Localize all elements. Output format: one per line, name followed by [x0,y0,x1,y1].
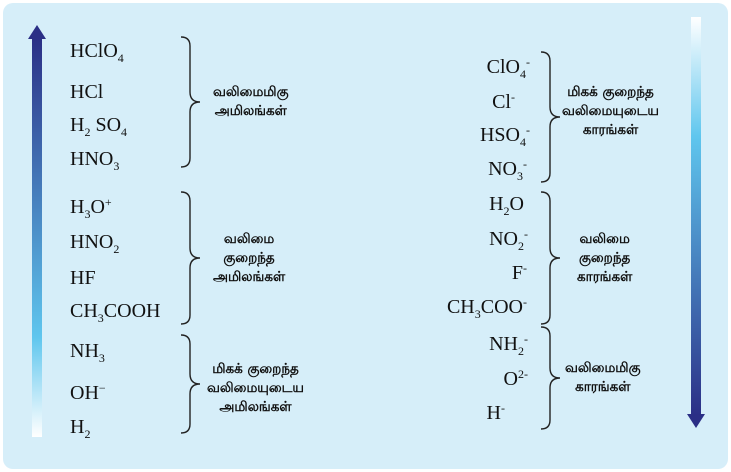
base-h-minus: H- [486,401,505,424]
acid-oh-minus: OH− [70,381,106,404]
base-cl-minus: Cl- [492,90,515,113]
acid-hno3: HNO3 [70,148,120,173]
base-f-minus: F- [511,261,527,284]
acid-hno2: HNO2 [70,231,120,256]
acid-nh3: NH3 [70,340,105,365]
base-h2o: H2O [489,193,524,218]
brace-very-weak-acids [180,334,201,434]
base-o-2minus: O2- [503,367,528,390]
base-no2-minus: NO2- [489,227,528,253]
acid-h2so4: H2 SO4 [70,114,128,139]
label-strong-acids: வலிமைமிகுஅமிலங்கள் [213,84,289,119]
acid-ch3cooh: CH3COOH [70,300,161,325]
base-strength-arrow [687,17,705,428]
acid-strength-arrow [28,25,46,437]
brace-strong-bases [540,326,561,430]
base-clo4-minus: ClO4- [486,55,530,81]
acid-hf: HF [70,267,96,289]
acid-h3o-plus: H3O+ [70,195,112,221]
diagram-panel: HClO4 HCl H2 SO4 HNO3 H3O+ HNO2 HF CH3CO… [3,3,728,469]
label-strong-bases: வலிமைமிகுகாரங்கள் [565,360,641,395]
brace-weak-bases [540,191,561,325]
base-no3-minus: NO3- [488,157,527,183]
brace-very-weak-bases [540,51,561,183]
base-nh2-minus: NH2- [489,332,528,358]
acid-hcl: HCl [70,81,104,103]
brace-strong-acids [180,36,201,168]
base-hso4-minus: HSO4- [479,123,530,149]
acid-h2: H2 [70,416,91,441]
brace-weak-acids [180,191,201,325]
acid-hclo4: HClO4 [70,40,124,65]
base-ch3coo-minus: CH3COO- [446,295,527,321]
